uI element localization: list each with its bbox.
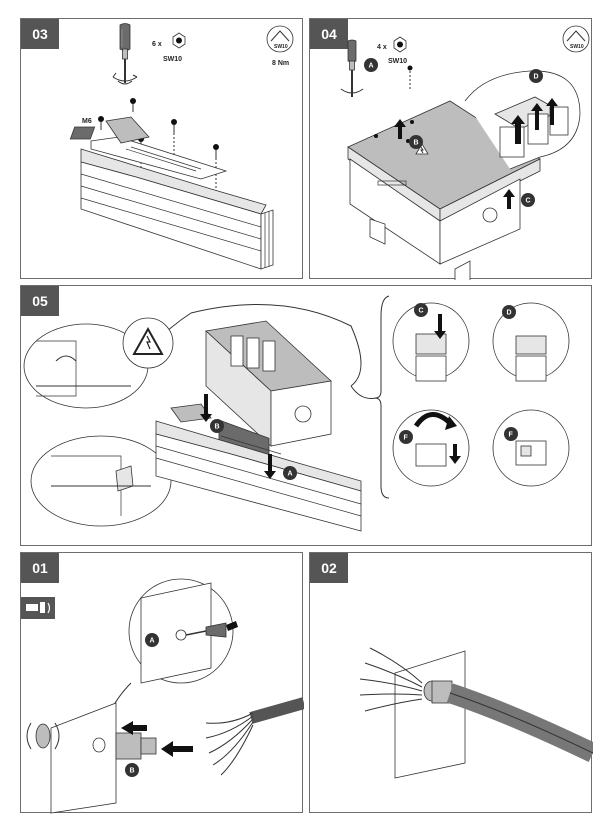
svg-text:A: A bbox=[369, 63, 374, 70]
torque-value: 8 Nm bbox=[272, 60, 290, 67]
detail-f-right bbox=[492, 409, 570, 487]
cable-gland bbox=[423, 680, 453, 704]
nut-icon bbox=[172, 32, 186, 49]
detail-c bbox=[392, 302, 470, 382]
cable-wires bbox=[359, 647, 423, 712]
callout-f: F bbox=[399, 430, 413, 444]
detail-circle-left bbox=[23, 323, 149, 409]
callout-a: A bbox=[283, 466, 297, 480]
step-03-panel: 03 6 x SW10 8 Nm M6 SW10 bbox=[20, 18, 303, 279]
svg-text:SW10: SW10 bbox=[274, 44, 288, 50]
torque-tool-icon: SW10 bbox=[266, 25, 294, 53]
step-number: 04 bbox=[310, 19, 348, 49]
svg-text:A: A bbox=[150, 638, 155, 645]
callout-d: D bbox=[529, 69, 543, 83]
step-05-panel: 05 bbox=[20, 285, 592, 546]
svg-text:F: F bbox=[509, 432, 514, 439]
svg-text:B: B bbox=[215, 424, 220, 431]
nut-icon bbox=[393, 36, 407, 53]
callout-b: B bbox=[210, 419, 224, 433]
callout-f-2: F bbox=[504, 427, 518, 441]
screw-quantity: 6 x bbox=[152, 41, 162, 48]
step-number: 05 bbox=[21, 286, 59, 316]
insert-arrows bbox=[121, 721, 193, 757]
screwdriver-icon bbox=[112, 23, 138, 85]
down-arrows bbox=[200, 394, 276, 479]
callout-d: D bbox=[502, 305, 516, 319]
detail-d bbox=[492, 302, 570, 382]
svg-text:C: C bbox=[526, 198, 531, 205]
detail-circle-bottom bbox=[30, 435, 172, 527]
step-04-illustration: SW10 bbox=[340, 25, 590, 280]
screwdriver-icon bbox=[340, 39, 364, 97]
busbar-housing bbox=[155, 403, 362, 532]
svg-text:A: A bbox=[288, 471, 293, 478]
svg-text:SW10: SW10 bbox=[570, 44, 584, 50]
wrench-size: SW10 bbox=[388, 58, 408, 65]
callout-c: C bbox=[521, 193, 535, 207]
svg-text:B: B bbox=[130, 768, 135, 775]
callout-a: A bbox=[145, 633, 159, 647]
tap-off-box bbox=[205, 320, 332, 479]
cable-wires bbox=[205, 697, 304, 776]
svg-text:F: F bbox=[404, 435, 409, 442]
callout-b: B bbox=[125, 763, 139, 777]
callout-b: B bbox=[409, 135, 423, 149]
step-04-panel: 04 4 x SW10 SW10 bbox=[309, 18, 592, 280]
detail-f-left bbox=[392, 409, 470, 487]
screw-quantity: 4 x bbox=[377, 44, 387, 51]
torque-tool-icon: SW10 bbox=[562, 25, 590, 53]
step-01-illustration: A B bbox=[21, 578, 304, 814]
lift-arrows bbox=[394, 119, 515, 209]
lock-nut-icon bbox=[26, 722, 60, 750]
screw-size: M6 bbox=[82, 118, 92, 125]
step-number: 02 bbox=[310, 553, 348, 583]
tap-off-box bbox=[347, 65, 541, 280]
step-02-panel: 02 bbox=[309, 552, 593, 813]
detail-bubble-d bbox=[464, 70, 581, 170]
cable-gland-icon bbox=[21, 597, 55, 619]
svg-text:D: D bbox=[507, 310, 512, 317]
busbar-housing bbox=[69, 116, 274, 270]
step-01-panel: 01 bbox=[20, 552, 304, 814]
svg-text:B: B bbox=[414, 140, 419, 147]
step-number: 01 bbox=[21, 553, 59, 583]
svg-text:D: D bbox=[534, 74, 539, 81]
step-03-illustration: SW10 bbox=[69, 23, 294, 270]
detail-circle-drill bbox=[128, 578, 238, 684]
step-05-illustration: B A C D F F bbox=[23, 295, 570, 532]
cable-gland bbox=[92, 732, 157, 760]
step-02-illustration bbox=[359, 647, 593, 779]
callout-c: C bbox=[414, 303, 428, 317]
wrench-size: SW10 bbox=[163, 56, 183, 63]
step-number: 03 bbox=[21, 19, 59, 49]
svg-text:C: C bbox=[419, 308, 424, 315]
callout-a: A bbox=[364, 58, 378, 72]
electrical-warning-icon bbox=[122, 317, 174, 369]
